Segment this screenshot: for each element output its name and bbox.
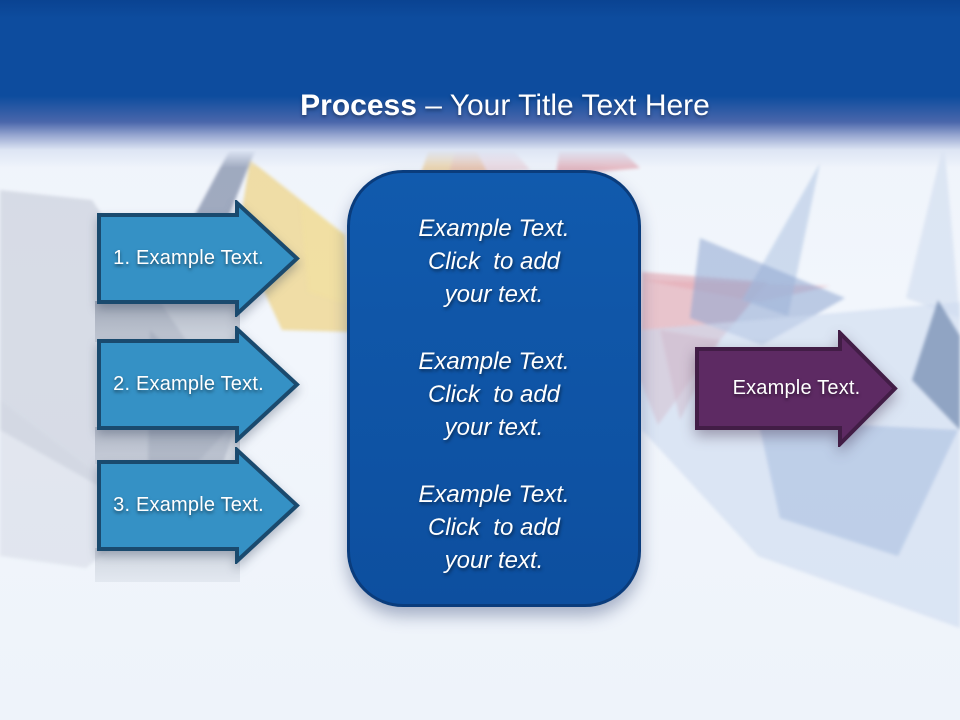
step-arrow-3-label: 3. Example Text. [113, 494, 264, 516]
panel-paragraph-3-line-2: Click to add [427, 514, 561, 541]
origami-crane-blue-far-wing [906, 142, 960, 318]
panel-paragraph-3-line-1: Example Text. [418, 481, 570, 508]
panel-paragraph-3-line-3: your text. [444, 547, 544, 574]
panel-paragraph-2-line-3: your text. [444, 414, 544, 441]
right-arrow-shape-icon [97, 445, 300, 566]
origami-crane-blue-facet [758, 420, 958, 556]
header-band: Process – Your Title Text Here [0, 0, 960, 170]
panel-paragraph-2-line-2: Click to add [427, 381, 561, 408]
step-arrow-1-polygon [97, 198, 300, 319]
step-arrow-2: 2. Example Text. [97, 324, 300, 445]
origami-crane-yellow-facet [300, 200, 348, 305]
step-arrow-shadow-3 [95, 548, 240, 582]
panel-paragraph-1: Example Text. Click to add your text. [418, 212, 569, 311]
page-title-emphasis: Process [300, 89, 417, 122]
page-title: Process – Your Title Text Here [0, 52, 960, 160]
panel-paragraph-1-line-1: Example Text. [418, 215, 570, 242]
step-arrow-3: 3. Example Text. [97, 445, 300, 566]
right-arrow-shape-icon [97, 198, 300, 319]
result-arrow-label: Example Text. [732, 377, 861, 399]
step-arrow-3-polygon [97, 445, 300, 566]
panel-paragraph-2: Example Text. Click to add your text. [418, 345, 569, 444]
panel-paragraph-2-line-1: Example Text. [418, 348, 570, 375]
origami-crane-blue-dark-fold [912, 300, 960, 430]
step-arrow-1-label: 1. Example Text. [113, 247, 264, 269]
result-arrow-polygon [695, 328, 898, 449]
panel-paragraph-1-line-2: Click to add [427, 248, 561, 275]
callout-panel: Example Text. Click to add your text. Ex… [347, 170, 641, 607]
result-arrow: Example Text. [695, 328, 898, 449]
right-arrow-shape-icon [695, 328, 898, 449]
panel-paragraph-1-line-3: your text. [444, 281, 544, 308]
origami-crane-blue-wing-tip [742, 163, 820, 316]
panel-paragraph-3: Example Text. Click to add your text. [418, 478, 569, 577]
step-arrow-2-label: 2. Example Text. [113, 373, 264, 395]
step-arrow-shadow-1 [95, 301, 240, 342]
page-title-rest: – Your Title Text Here [416, 89, 710, 122]
step-arrow-1: 1. Example Text. [97, 198, 300, 319]
right-arrow-shape-icon [97, 324, 300, 445]
step-arrow-shadow-2 [95, 427, 240, 464]
step-arrow-2-polygon [97, 324, 300, 445]
